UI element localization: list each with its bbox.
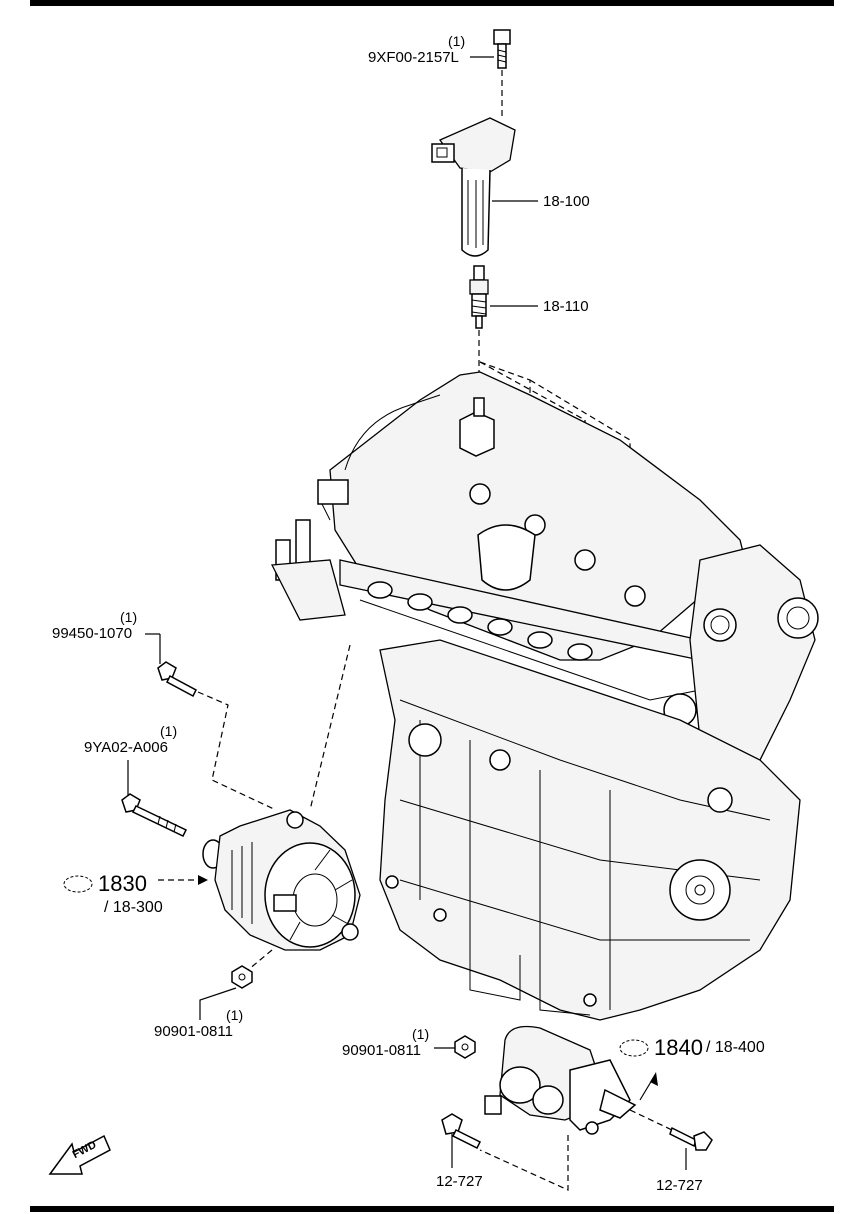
starter-nut-icon[interactable]	[454, 1035, 476, 1059]
spark-plug-part-number[interactable]: 18-110	[543, 298, 589, 315]
engine-block-icon	[270, 371, 819, 1021]
section-ref-icon	[63, 875, 93, 893]
starter-motor-icon[interactable]	[484, 1025, 637, 1135]
alternator-lower-bolt-icon[interactable]	[121, 793, 188, 837]
alternator-group-number[interactable]: 1830	[98, 871, 147, 896]
top-bolt-icon[interactable]	[493, 29, 511, 69]
bottom-border	[30, 1206, 834, 1212]
bolt-alt-upper-qty: (1)	[120, 609, 138, 625]
bolt-alt-upper-part-number[interactable]: 99450-1070	[52, 625, 133, 642]
bolt-starter-right-part-number[interactable]: 12-727	[656, 1177, 703, 1194]
alternator-part-number[interactable]: / 18-300	[104, 899, 163, 916]
bolt-starter-left-part-number[interactable]: 12-727	[436, 1173, 483, 1190]
bolt-top-qty: (1)	[448, 33, 466, 49]
bolt-top-part-number[interactable]: 9XF00-2157L	[368, 49, 459, 66]
spark-plug-icon[interactable]	[469, 265, 489, 329]
starter-left-bolt-icon[interactable]	[441, 1113, 482, 1150]
ignition-coil-icon[interactable]	[431, 117, 516, 257]
nut-starter-part-number[interactable]: 90901-0811	[342, 1042, 421, 1059]
alternator-icon[interactable]	[202, 809, 361, 951]
starter-part-number[interactable]: / 18-400	[706, 1039, 765, 1056]
alternator-upper-bolt-icon[interactable]	[157, 661, 197, 698]
nut-alt-qty: (1)	[226, 1007, 244, 1023]
starter-right-bolt-icon[interactable]	[669, 1126, 713, 1151]
starter-group-number[interactable]: 1840	[654, 1035, 703, 1060]
top-border	[30, 0, 834, 6]
bolt-alt-lower-qty: (1)	[160, 723, 178, 739]
fwd-arrow-icon	[48, 1134, 111, 1175]
section-ref-icon	[619, 1039, 649, 1057]
ignition-coil-part-number[interactable]: 18-100	[543, 193, 590, 210]
nut-starter-qty: (1)	[412, 1026, 430, 1042]
alternator-nut-icon[interactable]	[231, 965, 253, 989]
nut-alt-part-number[interactable]: 90901-0811	[154, 1023, 233, 1040]
bolt-alt-lower-part-number[interactable]: 9YA02-A006	[84, 739, 168, 756]
